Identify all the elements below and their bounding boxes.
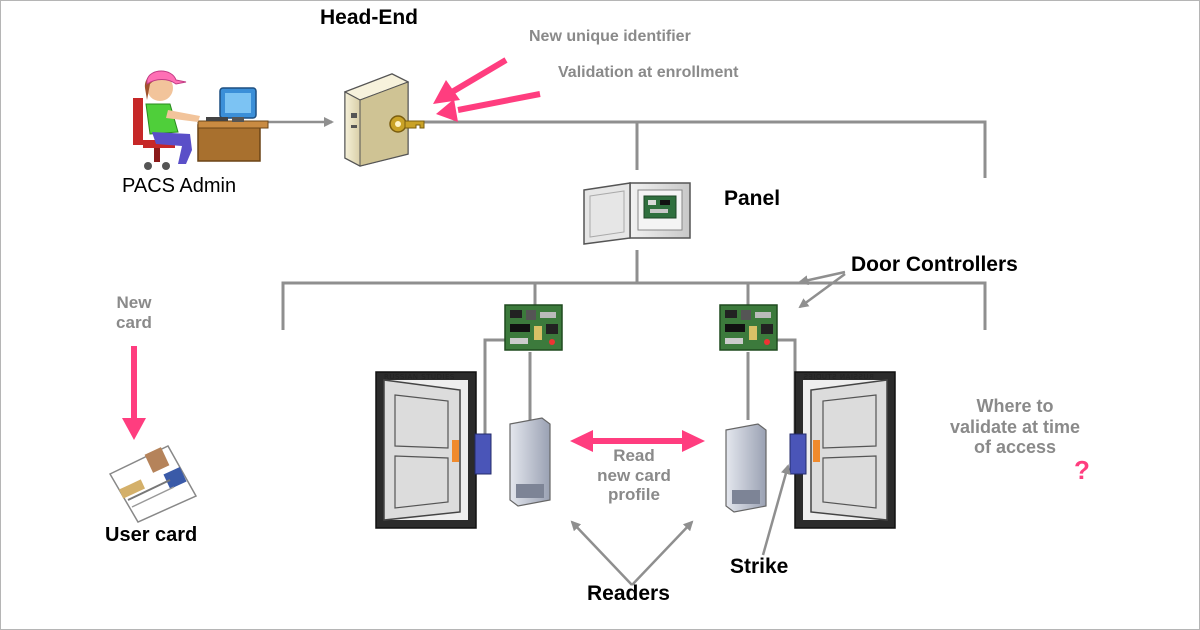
validation-at-enrollment-label: Validation at enrollment [558,64,739,81]
new-card-line-2: card [116,312,152,332]
pacs-admin-label: PACS Admin [122,175,237,197]
user-card-label: User card [105,524,198,546]
reader-right [725,423,767,513]
door-controller-right [719,304,778,351]
where-line-1: Where to [976,396,1054,416]
user-card-graphic [108,445,198,523]
head-end-server [343,73,425,167]
head-end-label: Head-End [320,6,419,29]
readers-label: Readers [587,582,670,605]
read-new-card-profile-label: Read new card profile [576,446,692,505]
left-door-sign: RUSSIAN STUDIES [384,373,455,381]
read-line-1: Read [613,446,655,465]
new-card-label: New card [108,293,160,332]
door-controller-left [504,304,563,351]
strike-label: Strike [730,555,789,578]
read-line-3: profile [608,485,660,505]
pink-arrows [433,57,541,122]
question-mark-icon: ? [1074,455,1090,485]
read-line-2: new card [597,465,671,485]
new-unique-identifier-label: New unique identifier [529,28,691,45]
panel-label: Panel [724,187,781,210]
door-controllers-label: Door Controllers [851,253,1018,276]
where-to-validate-label: Where to validate at time of access [930,396,1100,458]
door-controllers-callout-arrows [798,270,846,309]
left-door [375,371,492,529]
right-door [789,371,896,529]
new-card-line-1: New [116,293,152,312]
strike-callout-arrow [761,464,791,556]
readers-callout-arrows [570,520,694,586]
right-door-sign: RUSSIAN STUDIES [803,373,874,381]
where-line-2: validate at time [949,416,1081,437]
panel-cabinet [583,182,691,245]
pacs-admin-illustration [133,70,269,170]
reader-double-arrow [570,430,705,452]
new-card-arrow [122,346,146,440]
where-line-3: of access [973,437,1057,458]
reader-left [509,417,551,507]
